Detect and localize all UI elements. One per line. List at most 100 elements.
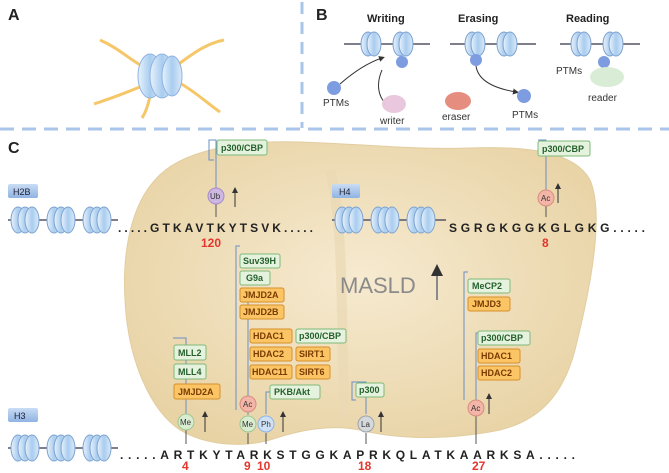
h3-k27-ac-mark: Ac [471, 404, 480, 413]
h3-k9-me-mark: Me [242, 420, 254, 429]
h4-k8-group: Ac p300/CBP [537, 139, 591, 217]
h2b-writer-p300cbp [216, 139, 268, 156]
h3-k27-eraser-hdac2 [477, 365, 521, 381]
erasing-title: Erasing [458, 13, 498, 25]
h3-nucleosome-array [8, 434, 118, 462]
h3-k9-eraser-sirt6-label: SIRT6 [299, 367, 325, 377]
h3-k4-me-circle [177, 413, 195, 431]
h3-s10-writer-label: PKB/Akt [274, 387, 310, 397]
panel-label-a: A [8, 7, 20, 24]
writing-title: Writing [367, 13, 405, 25]
reading-diagram: PTMs reader [556, 31, 640, 104]
h3-k4-writer-mll2-label: MLL2 [178, 348, 202, 358]
h4-writer-label: p300/CBP [542, 144, 584, 154]
h3-s10-ph-circle [257, 415, 275, 433]
h4-ac-circle [537, 189, 555, 207]
masld-label: MASLD [340, 273, 416, 298]
h3-s10-writer-pkbakt [269, 384, 321, 400]
h3-k9-me-circle [239, 415, 257, 433]
h3-k18-group: La p300 [351, 381, 385, 444]
h3-k18-la-circle [357, 415, 375, 433]
h3-site-9: 9 [244, 459, 251, 473]
reader-label: reader [588, 93, 618, 104]
h3-k4-eraser-label: JMJD2A [178, 387, 214, 397]
h3-k9-eraser-hdac11 [249, 364, 293, 380]
h2b-site-120: 120 [201, 236, 221, 250]
eraser-label: eraser [442, 112, 471, 123]
h4-writer-p300cbp [537, 140, 591, 157]
h3-k9-group: Ac Me Suv39H G9a JMJD2A JMJD2B HDAC1 HDA… [235, 245, 347, 444]
panel-label-b: B [316, 7, 328, 24]
h3-k4-writer-mll4 [173, 363, 207, 380]
h3-tag [8, 408, 38, 422]
panel-label-c: C [8, 140, 20, 157]
h3-k9-writer-g9a [239, 270, 271, 286]
h3-k9-eraser-jmjd2b [239, 304, 285, 320]
h4-ac-mark: Ac [541, 194, 550, 203]
h3-site-4: 4 [182, 459, 189, 473]
h3-k9-eraser-sirt1-label: SIRT1 [299, 349, 325, 359]
h3-k9-eraser-jmjd2b-label: JMJD2B [243, 307, 279, 317]
h2b-k120-group: Ub p300/CBP [207, 139, 268, 217]
h3-k4-eraser-jmjd2a [173, 383, 221, 400]
h3-k9-ac-mark: Ac [243, 400, 252, 409]
h3-k18-writer-p300 [355, 382, 385, 398]
reading-ptms-label: PTMs [556, 66, 582, 77]
h2b-nucleosome-array [8, 206, 118, 234]
h3-k9-ac-circle [239, 395, 257, 413]
erasing-diagram: eraser PTMs [442, 31, 538, 123]
h3-k9-eraser-hdac2 [249, 346, 293, 362]
h3-k27-writer-label: p300/CBP [481, 333, 523, 343]
h3-site-27: 27 [472, 459, 486, 473]
h4-site-8: 8 [542, 236, 549, 250]
h3-k27-eraser-hdac1 [477, 348, 521, 364]
h3-k4-writer-mll4-label: MLL4 [178, 367, 202, 377]
h3-k9-eraser-jmjd2a [239, 287, 285, 303]
h3-k9-eraser-jmjd2a-label: JMJD2A [243, 290, 279, 300]
h3-s10-group: Ph PKB/Akt [257, 384, 321, 444]
h2b-ub-circle [207, 187, 225, 205]
h3-k27-eraser-hdac1-label: HDAC1 [481, 351, 512, 361]
h3-k27-eraser-jmjd3 [467, 296, 511, 312]
h3-k27-reader-mecp2 [467, 278, 511, 294]
erasing-ptms-label: PTMs [512, 110, 538, 121]
writer-label: writer [379, 116, 405, 127]
h3-s10-ph-mark: Ph [261, 420, 271, 429]
h3-k9-eraser-sirt1 [295, 346, 331, 362]
h2b-tag-label: H2B [13, 187, 31, 197]
h3-k9-writer-p300cbp [295, 328, 347, 344]
h3-k18-la-mark: La [361, 420, 370, 429]
h4-tag-label: H4 [339, 187, 351, 197]
writing-diagram: PTMs writer [323, 31, 430, 127]
h3-k4-me-mark: Me [180, 418, 192, 427]
panel-a-nucleosome [93, 38, 225, 119]
h3-k27-eraser-jmjd3-label: JMJD3 [472, 299, 501, 309]
h2b-ub-mark: Ub [210, 192, 221, 201]
h3-k9-eraser-sirt6 [295, 364, 331, 380]
h3-k18-writer-label: p300 [359, 385, 380, 395]
h4-nucleosome-array [332, 206, 446, 234]
h3-k9-writer-p300cbp-label: p300/CBP [299, 331, 341, 341]
h3-k27-writer-p300cbp [477, 330, 531, 346]
h3-k9-eraser-hdac2-label: HDAC2 [253, 349, 284, 359]
h3-k9-writer-suv39h [239, 253, 281, 269]
h3-k9-eraser-hdac1-label: HDAC1 [253, 331, 284, 341]
h3-k9-eraser-hdac11-label: HDAC11 [252, 367, 288, 377]
h3-k4-group: Me MLL2 MLL4 JMJD2A [173, 337, 221, 444]
h3-k27-eraser-hdac2-label: HDAC2 [481, 368, 512, 378]
h3-k27-group: Ac MeCP2 JMJD3 p300/CBP HDAC1 HDAC2 [463, 271, 531, 444]
h3-k27-ac-circle [467, 399, 485, 417]
h2b-tag [8, 184, 38, 198]
h3-site-10: 10 [257, 459, 271, 473]
h3-k4-writer-mll2 [173, 344, 207, 361]
h3-k9-eraser-hdac1 [249, 328, 293, 344]
h3-tag-label: H3 [14, 411, 26, 421]
h3-k9-writer-g9a-label: G9a [246, 273, 264, 283]
h3-k27-reader-label: MeCP2 [472, 281, 502, 291]
writing-ptms-label: PTMs [323, 98, 349, 109]
h3-k9-writer-suv39h-label: Suv39H [243, 256, 276, 266]
h4-tag [332, 184, 360, 198]
reading-title: Reading [566, 13, 609, 25]
h3-site-18: 18 [358, 459, 372, 473]
h2b-writer-label: p300/CBP [221, 143, 263, 153]
